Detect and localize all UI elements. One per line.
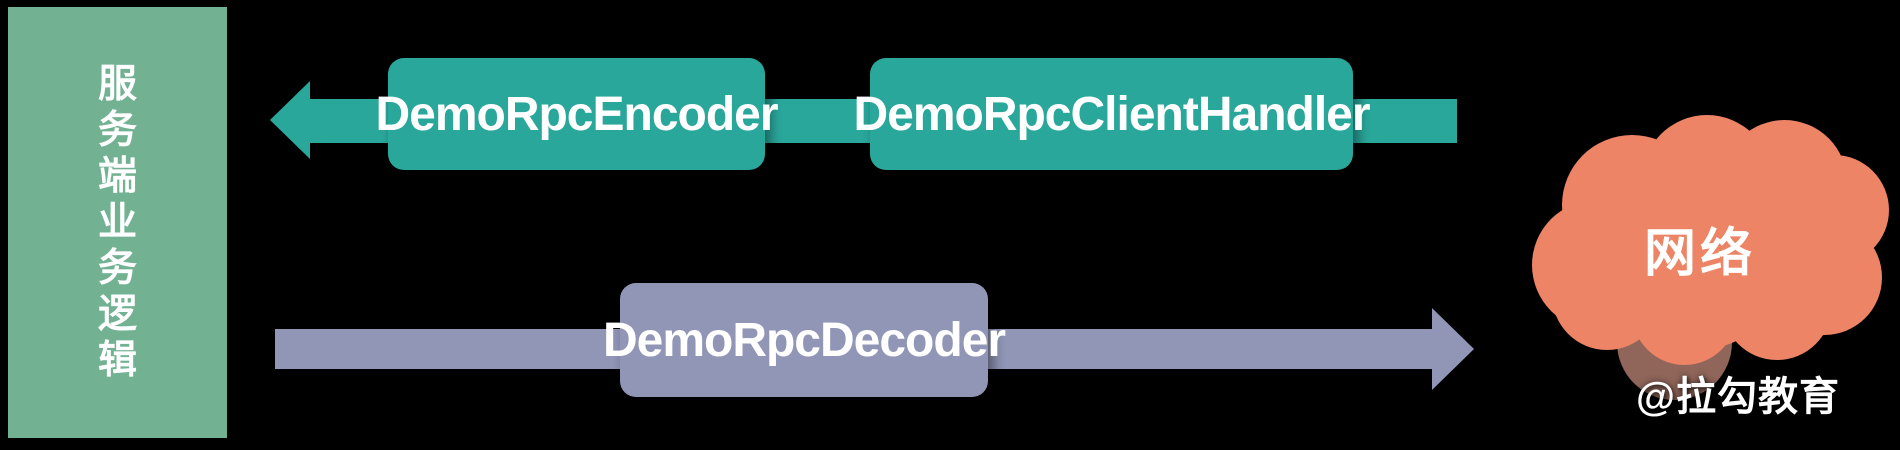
server-logic-label: 服务端业务逻辑 bbox=[97, 62, 137, 382]
client-handler-box: DemoRpcClientHandler bbox=[853, 58, 1371, 170]
decoder-label: DemoRpcDecoder bbox=[602, 313, 1006, 367]
encoder-box: DemoRpcEncoder bbox=[375, 58, 779, 170]
teal-arrow-left-head bbox=[270, 81, 310, 159]
watermark: @拉勾教育 bbox=[1636, 375, 1841, 419]
cloud-bump bbox=[1607, 170, 1787, 350]
purple-arrow-right-head bbox=[1432, 308, 1474, 390]
client-handler-label: DemoRpcClientHandler bbox=[853, 87, 1370, 141]
network-label: 网络 bbox=[1643, 225, 1756, 283]
decoder-box: DemoRpcDecoder bbox=[603, 283, 1006, 397]
encoder-label: DemoRpcEncoder bbox=[375, 87, 778, 141]
server-logic-box: 服务端业务逻辑 bbox=[8, 7, 227, 438]
network-cloud: 网络 bbox=[1517, 110, 1889, 400]
